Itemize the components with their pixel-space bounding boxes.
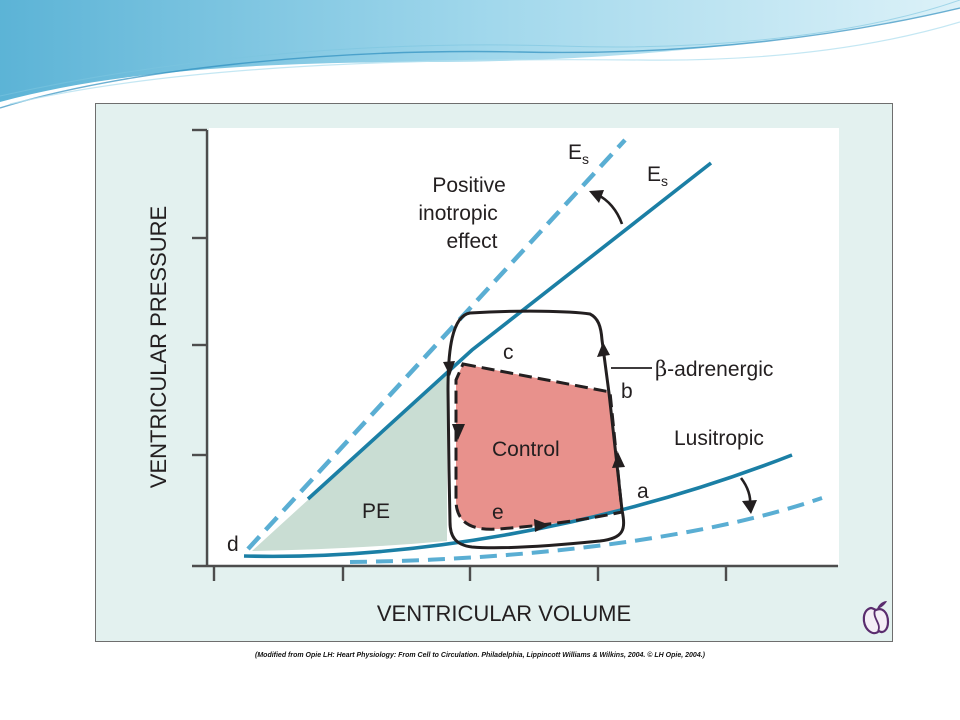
header-wave-line-2 xyxy=(0,0,960,97)
arrow-up-right-icon xyxy=(597,342,610,357)
arrow-right-bottom-icon xyxy=(534,519,550,532)
es-solid-line xyxy=(306,161,713,501)
control-label: Control xyxy=(492,438,560,461)
arrow-down-control-icon xyxy=(452,424,465,440)
edpvr-solid-curve xyxy=(243,453,793,559)
y-axis-title: VENTRICULAR PRESSURE xyxy=(146,206,171,488)
point-d-label: d xyxy=(227,533,239,556)
x-axis-title: VENTRICULAR VOLUME xyxy=(377,601,631,626)
pe-label: PE xyxy=(362,500,390,523)
point-c-label: c xyxy=(503,341,514,364)
point-a-label: a xyxy=(637,480,649,503)
lusitropic-arrowhead-icon xyxy=(742,500,757,514)
opie-apple-logo-icon xyxy=(862,601,890,635)
positive-inotropic-label: Positive inotropic effect xyxy=(418,174,511,253)
es-solid-label: Es xyxy=(647,163,668,189)
es-dashed-line xyxy=(246,138,627,551)
header-wave-line-3 xyxy=(9,21,960,105)
beta-adrenergic-label: β-adrenergic xyxy=(655,357,773,381)
lusitropic-dashed-curve xyxy=(349,496,823,564)
control-region xyxy=(456,364,622,530)
point-b-label: b xyxy=(621,380,633,403)
figure-caption: (Modified from Opie LH: Heart Physiology… xyxy=(255,652,705,659)
arrow-up-a-icon xyxy=(612,452,625,468)
positive-inotropic-arrowhead-icon xyxy=(589,190,604,203)
es-dashed-label: Es xyxy=(568,141,589,167)
beta-adrenergic-loop xyxy=(446,309,626,550)
lusitropic-label: Lusitropic xyxy=(674,427,764,450)
arrow-down-left-icon xyxy=(443,361,455,376)
control-loop-outline xyxy=(454,362,624,531)
point-e-label: e xyxy=(492,501,504,524)
header-wave-line-1 xyxy=(0,7,960,109)
axes xyxy=(192,128,838,581)
